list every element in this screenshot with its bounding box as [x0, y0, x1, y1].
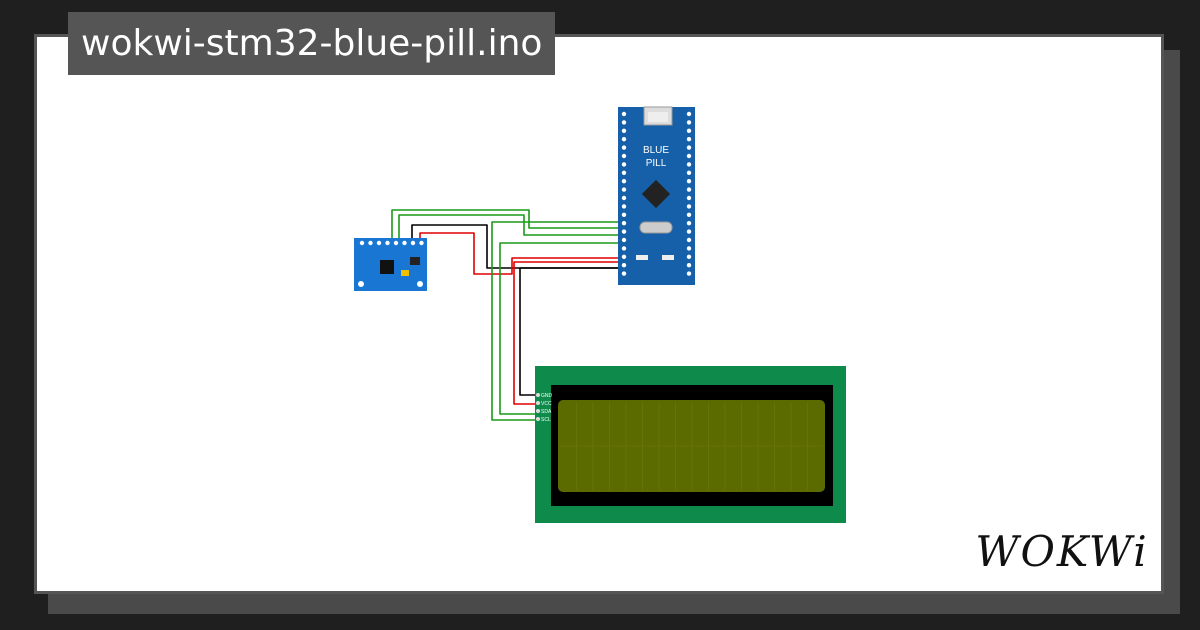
pin-hole — [621, 229, 627, 234]
board-right-pins — [686, 111, 692, 276]
pin-hole — [686, 221, 692, 226]
lcd-pin-labels: GND VCC SDA SCL — [541, 393, 553, 423]
wire-red-sensor[interactable] — [419, 232, 622, 275]
pin-hole — [621, 137, 627, 142]
pin-hole — [686, 179, 692, 184]
pin-hole — [621, 111, 627, 117]
pin-hole — [686, 212, 692, 217]
board-label-line1: BLUE — [643, 145, 669, 156]
pin-hole — [686, 162, 692, 167]
pin-hole — [686, 120, 692, 125]
pin-hole — [686, 271, 692, 276]
pin-hole — [686, 246, 692, 251]
wire-green-lcd-scl[interactable] — [491, 221, 622, 421]
pin-hole — [359, 240, 365, 246]
lcd-pin-gnd: GND — [541, 393, 553, 399]
pin-hole — [686, 170, 692, 175]
pin-hole — [686, 195, 692, 201]
lcd-display[interactable]: GND VCC SDA SCL — [535, 366, 846, 523]
imu-sensor-module[interactable] — [354, 238, 427, 291]
pin-hole — [686, 153, 692, 159]
pin-hole — [621, 153, 627, 159]
crystal — [639, 221, 673, 234]
wire-green-lcd-sda[interactable] — [499, 242, 622, 415]
pin-hole — [393, 240, 399, 246]
pin-hole — [621, 204, 627, 209]
pin-hole — [686, 237, 692, 243]
pin-hole — [686, 263, 692, 268]
pin-hole — [621, 237, 627, 243]
pin-hole — [621, 145, 627, 150]
sensor-chip — [380, 260, 394, 274]
pin-hole — [402, 240, 407, 246]
pin-hole — [621, 187, 627, 192]
pin-hole — [621, 162, 627, 167]
pin-hole — [621, 246, 627, 251]
project-title: wokwi-stm32-blue-pill.ino — [68, 12, 556, 75]
pin-hole — [686, 128, 692, 133]
pin-hole — [686, 204, 692, 209]
pin-hole — [368, 240, 373, 246]
pin-hole — [686, 137, 692, 142]
lcd-pin-vcc: VCC — [541, 401, 552, 407]
pin-hole — [385, 240, 390, 246]
lcd-pin-scl: SCL — [541, 417, 551, 423]
wires — [391, 209, 622, 421]
wire-black-lcd-gnd[interactable] — [519, 267, 622, 396]
pin-hole — [410, 240, 416, 246]
pin-hole — [686, 145, 692, 150]
wire-red-lcd-vcc[interactable] — [513, 261, 622, 405]
pin-hole — [621, 120, 627, 125]
wokwi-logo: WOKWi — [975, 527, 1148, 576]
pin-hole — [686, 187, 692, 192]
board-left-pins — [621, 111, 627, 276]
board-label-line2: PILL — [646, 158, 667, 169]
pin-hole — [621, 128, 627, 133]
pin-hole — [686, 254, 692, 259]
pin-hole — [621, 263, 627, 268]
pin-hole — [621, 271, 627, 276]
pin-hole — [686, 111, 692, 117]
pin-hole — [621, 195, 627, 201]
microcontroller-chip — [641, 179, 671, 209]
lcd-pin-sda: SDA — [541, 409, 552, 415]
wire-green-1[interactable] — [391, 209, 622, 240]
pin-hole — [419, 240, 424, 246]
pin-hole — [621, 254, 627, 259]
pin-hole — [621, 221, 627, 226]
pin-hole — [686, 229, 692, 234]
pin-hole — [621, 179, 627, 184]
wire-green-2[interactable] — [398, 214, 622, 240]
pin-hole — [621, 170, 627, 175]
pin-hole — [376, 240, 382, 246]
blue-pill-board[interactable]: BLUE PILL — [618, 106, 695, 285]
pin-hole — [621, 212, 627, 217]
